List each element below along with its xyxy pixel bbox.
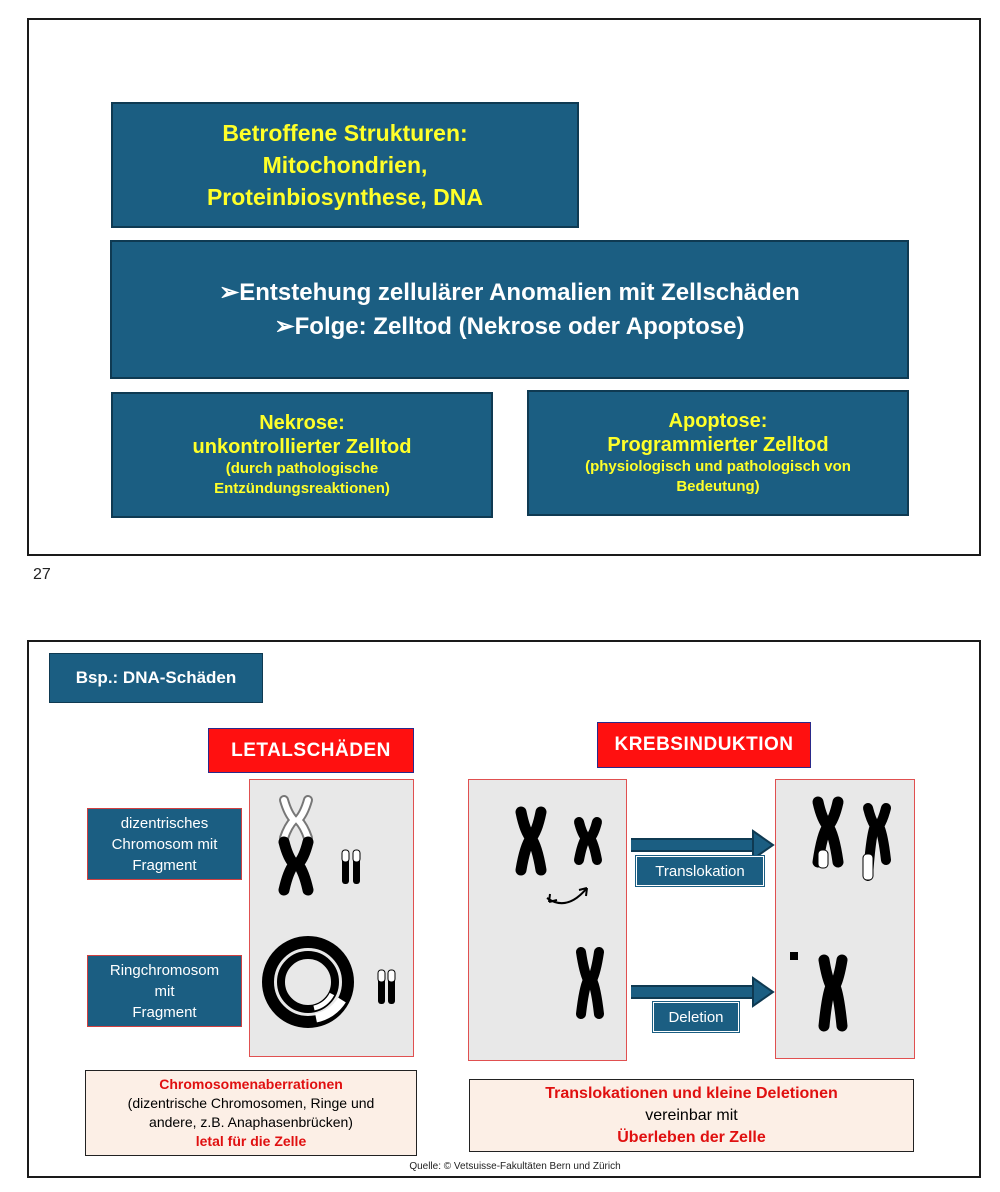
affected-structures-line: Proteinbiosynthese, DNA bbox=[206, 184, 484, 210]
consequence-bullet: ➢Entstehung zellulärer Anomalien mit Zel… bbox=[219, 278, 800, 306]
transformation-arrows bbox=[631, 829, 775, 1008]
krebs-summary-conclusion: Überleben der Zelle bbox=[617, 1128, 766, 1146]
letal-summary-note: Chromosomenaberrationen (dizentrische Ch… bbox=[85, 1070, 417, 1156]
apoptose-subtitle: Programmierter Zelltod bbox=[607, 434, 829, 456]
affected-structures-line: Mitochondrien, bbox=[262, 152, 428, 178]
apoptose-detail: Bedeutung) bbox=[676, 478, 760, 495]
translokation-label: Translokation bbox=[635, 855, 765, 887]
affected-structures-line: Betroffene Strukturen: bbox=[222, 120, 468, 146]
dicentric-label: dizentrisches Chromosom mit Fragment bbox=[87, 808, 242, 880]
slide-heading: Bsp.: DNA-Schäden bbox=[49, 653, 263, 703]
apoptose-title: Apoptose: bbox=[668, 410, 768, 432]
nekrose-title: Nekrose: bbox=[259, 412, 345, 434]
arrow-right-icon bbox=[752, 976, 775, 1008]
arrow-bullet-icon: ➢ bbox=[274, 312, 295, 340]
source-citation: Quelle: © Vetsuisse-Fakultäten Bern und … bbox=[409, 1161, 621, 1172]
krebs-after-panel bbox=[775, 779, 915, 1059]
krebs-before-panel bbox=[468, 779, 627, 1061]
apoptose-detail: (physiologisch und pathologisch von bbox=[585, 458, 851, 475]
slide-28: Bsp.: DNA-Schäden LETALSCHÄDEN KREBSINDU… bbox=[27, 640, 981, 1178]
ring-chromosome-label: Ringchromosom mit Fragment bbox=[87, 955, 242, 1027]
letal-chromosome-panel bbox=[249, 779, 414, 1057]
consequence-bullet: ➢Folge: Zelltod (Nekrose oder Apoptose) bbox=[274, 312, 745, 340]
krebsinduktion-label: KREBSINDUKTION bbox=[597, 722, 811, 768]
arrow-right-icon bbox=[752, 829, 775, 861]
nekrose-detail: Entzündungsreaktionen) bbox=[214, 480, 390, 497]
page-number: 27 bbox=[33, 566, 51, 583]
nekrose-box: Nekrose: unkontrollierter Zelltod (durch… bbox=[111, 392, 493, 518]
apoptose-box: Apoptose: Programmierter Zelltod (physio… bbox=[527, 390, 909, 516]
letal-summary-conclusion: letal für die Zelle bbox=[195, 1133, 307, 1149]
deletion-label: Deletion bbox=[652, 1001, 740, 1033]
krebs-summary-note: Translokationen und kleine Deletionen ve… bbox=[469, 1079, 914, 1152]
consequence-box: ➢Entstehung zellulärer Anomalien mit Zel… bbox=[110, 240, 909, 379]
ring-chromosome-icon bbox=[262, 936, 396, 1028]
nekrose-subtitle: unkontrollierter Zelltod bbox=[192, 436, 412, 458]
slide-27: Betroffene Strukturen: Mitochondrien, Pr… bbox=[27, 18, 981, 556]
letalschaeden-label: LETALSCHÄDEN bbox=[208, 728, 414, 773]
krebs-summary-title: Translokationen und kleine Deletionen bbox=[545, 1084, 838, 1102]
arrow-bullet-icon: ➢ bbox=[219, 278, 240, 306]
chromosome-pair-after-icon bbox=[790, 796, 891, 1032]
letal-summary-title: Chromosomenaberrationen bbox=[159, 1076, 343, 1092]
dicentric-chromosome-icon bbox=[278, 795, 361, 896]
chromosome-pair-before-icon bbox=[515, 806, 604, 1019]
nekrose-detail: (durch pathologische bbox=[225, 460, 379, 477]
affected-structures-box: Betroffene Strukturen: Mitochondrien, Pr… bbox=[111, 102, 579, 228]
